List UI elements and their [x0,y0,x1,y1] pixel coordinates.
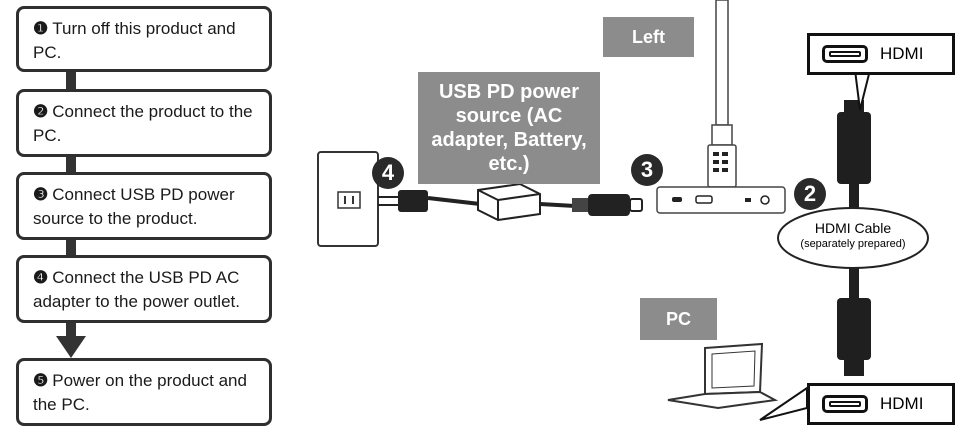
usb-c-plug-icon [572,194,643,216]
step-number: ❶ [33,19,49,38]
hdmi-port-icon [822,395,868,413]
flow-connector-3 [66,238,76,256]
badge-4: 4 [372,157,404,189]
hdmi-bottom-pointer [759,386,808,421]
flow-connector-1 [66,70,76,90]
hdmi-top-label: HDMI [880,44,924,63]
hdmi-cable-callout [777,207,929,269]
step-text: Power on the product and the PC. [33,371,247,414]
laptop-icon [667,342,779,410]
ac-plug-icon [378,190,481,212]
pc-label: PC [640,298,717,340]
ac-adapter-icon [477,182,576,222]
left-label: Left [603,17,694,57]
badge-2: 2 [794,178,826,210]
step-number: ❷ [33,102,49,121]
step-text: Turn off this product and PC. [33,19,236,62]
flow-connector-2 [66,155,76,173]
hdmi-top-box: HDMI [807,33,955,75]
hdmi-cable-text: HDMI Cable (separately prepared) [780,220,926,252]
power-outlet-icon [317,151,379,247]
step-number: ❹ [33,268,49,287]
hdmi-bottom-label: HDMI [880,394,924,413]
badge-3: 3 [631,154,663,186]
step-text: Connect USB PD power source to the produ… [33,185,235,228]
step-text: Connect the USB PD AC adapter to the pow… [33,268,240,311]
hdmi-bottom-box: HDMI [807,383,955,425]
step-number: ❺ [33,371,49,390]
step-number: ❸ [33,185,49,204]
step-text: Connect the product to the PC. [33,102,253,145]
usb-pd-source-label: USB PD power source (AC adapter, Battery… [418,72,600,184]
hdmi-port-icon [822,45,868,63]
product-device-icon [656,0,786,214]
hdmi-cable-note: (separately prepared) [800,238,906,250]
flow-connector-4 [66,321,76,341]
hdmi-cable-label: HDMI Cable [814,220,892,236]
hdmi-cable-icon [837,100,871,376]
